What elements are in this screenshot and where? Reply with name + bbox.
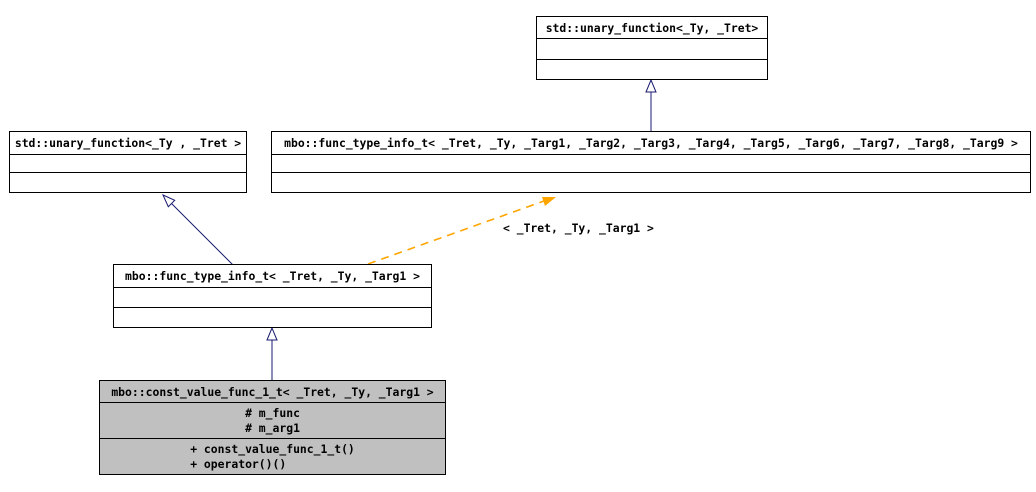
inheritance-line [171, 203, 234, 266]
class-box-func-type-info-t-full[interactable]: mbo::func_type_info_t< _Tret, _Ty, _Targ… [271, 131, 1031, 193]
template-arrowhead [542, 197, 556, 206]
class-title: mbo::const_value_func_1_t< _Tret, _Ty, _… [111, 384, 434, 399]
empty-methods-compartment [10, 172, 246, 192]
template-args-label: < _Tret, _Ty, _Targ1 > [503, 221, 654, 235]
empty-attributes-compartment [114, 287, 431, 307]
inheritance-arrowhead [161, 193, 176, 208]
class-box-const-value-func-1-t: mbo::const_value_func_1_t< _Tret, _Ty, _… [99, 380, 446, 475]
class-title: std::unary_function<_Ty , _Tret > [14, 136, 242, 150]
inheritance-arrow-left [161, 193, 234, 266]
class-title: mbo::func_type_info_t< _Tret, _Ty, _Targ… [284, 136, 1018, 150]
empty-methods-compartment [537, 59, 767, 79]
empty-attributes-compartment [10, 154, 246, 172]
template-instantiation-arrow [367, 197, 556, 265]
empty-attributes-compartment [537, 38, 767, 59]
inheritance-arrowhead [645, 78, 657, 93]
method-operator-call: + operator()() [190, 456, 287, 471]
attributes-compartment: # m_func # m_arg1 [100, 402, 445, 438]
class-box-std-unary-function-left[interactable]: std::unary_function<_Ty , _Tret > [9, 131, 247, 193]
attribute-m-arg1: # m_arg1 [245, 420, 300, 435]
inheritance-arrow-bottom [266, 326, 278, 380]
methods-compartment: + const_value_func_1_t() + operator()() [100, 438, 445, 474]
attribute-m-func: # m_func [245, 405, 300, 420]
inheritance-arrowhead [266, 326, 278, 341]
class-title: std::unary_function<_Ty, _Tret> [545, 20, 759, 35]
class-box-std-unary-function-top[interactable]: std::unary_function<_Ty, _Tret> [536, 16, 768, 80]
method-constructor: + const_value_func_1_t() [190, 441, 355, 456]
empty-methods-compartment [272, 172, 1030, 192]
inheritance-arrow-top [645, 78, 657, 131]
template-dashed-line [367, 200, 545, 265]
class-title: mbo::func_type_info_t< _Tret, _Ty, _Targ… [125, 269, 420, 283]
empty-methods-compartment [114, 307, 431, 327]
class-box-func-type-info-t[interactable]: mbo::func_type_info_t< _Tret, _Ty, _Targ… [113, 264, 432, 328]
empty-attributes-compartment [272, 154, 1030, 172]
